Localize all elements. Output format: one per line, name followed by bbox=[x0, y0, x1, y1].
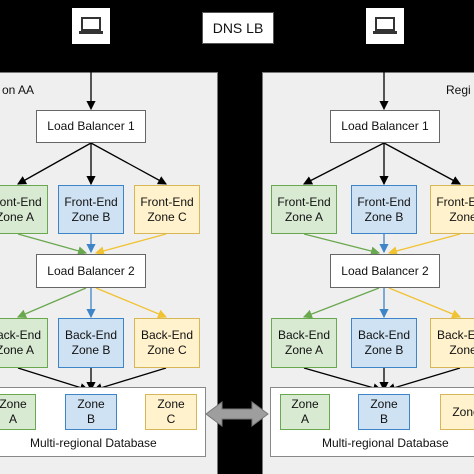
arrow-fe-c-to-lb2 bbox=[387, 233, 461, 256]
arrow-lb2-to-be-a bbox=[16, 287, 87, 319]
arrow-lb2-to-be-c bbox=[95, 287, 168, 319]
right-frontend-zone-b: Front-End Zone B bbox=[351, 185, 417, 234]
bidirectional-arrow-icon bbox=[205, 401, 269, 427]
region-right-title: Regi bbox=[446, 83, 471, 97]
arrow-lb1-to-fe-a bbox=[17, 142, 92, 185]
arrow-be-c-to-db bbox=[92, 367, 167, 393]
left-frontend-zone-b: Front-End Zone B bbox=[58, 185, 124, 234]
left-backend-zone-b: Back-End Zone B bbox=[58, 318, 124, 368]
left-db-label: Multi-regional Database bbox=[30, 436, 157, 450]
left-load-balancer-1: Load Balancer 1 bbox=[36, 110, 146, 143]
laptop-icon bbox=[373, 17, 397, 34]
right-load-balancer-2: Load Balancer 2 bbox=[330, 254, 440, 288]
arrow-fe-a-to-lb2 bbox=[17, 233, 88, 256]
client-left bbox=[72, 8, 110, 44]
arrow-lb2-to-be-c bbox=[388, 287, 462, 319]
right-frontend-zone-a: Front-End Zone A bbox=[271, 185, 337, 234]
right-db-zone-a: Zone A bbox=[280, 394, 330, 430]
right-db-label: Multi-regional Database bbox=[322, 436, 449, 450]
right-backend-zone-b: Back-End Zone B bbox=[351, 318, 417, 368]
region-left-title: on AA bbox=[2, 83, 35, 97]
left-backend-zone-c: Back-End Zone C bbox=[134, 318, 200, 368]
arrow-be-a-to-db bbox=[303, 367, 383, 393]
laptop-icon bbox=[79, 17, 103, 34]
left-db-zone-b: Zone B bbox=[65, 394, 117, 430]
arrow-lb1-to-fe-c bbox=[383, 142, 462, 185]
left-db-zone-c: Zone C bbox=[145, 394, 197, 430]
right-backend-zone-a: Back-End Zone A bbox=[271, 318, 337, 368]
left-load-balancer-2: Load Balancer 2 bbox=[36, 254, 146, 288]
arrow-fe-c-to-lb2 bbox=[94, 233, 167, 256]
left-backend-zone-a: Back-End Zone A bbox=[0, 318, 48, 368]
right-load-balancer-1: Load Balancer 1 bbox=[330, 110, 440, 143]
left-frontend-zone-a: Front-End Zone A bbox=[0, 185, 48, 234]
arrow-lb1-to-fe-a bbox=[302, 142, 385, 185]
right-backend-zone-c: Back-End Zone bbox=[430, 318, 474, 368]
dns-load-balancer: DNS LB bbox=[202, 12, 274, 44]
right-wires bbox=[302, 44, 462, 417]
right-db-zone-c: Zone bbox=[440, 394, 474, 430]
left-frontend-zone-c: Front-End Zone C bbox=[134, 185, 200, 234]
arrow-lb2-to-be-a bbox=[302, 287, 380, 319]
client-right bbox=[366, 8, 404, 44]
arrow-be-c-to-db bbox=[385, 367, 461, 393]
right-frontend-zone-c: Front-End Zone bbox=[430, 185, 474, 234]
arrow-fe-a-to-lb2 bbox=[303, 233, 381, 256]
arrow-be-a-to-db bbox=[17, 367, 90, 392]
arrow-lb1-to-fe-c bbox=[90, 142, 167, 185]
left-db-zone-a: Zone A bbox=[0, 394, 36, 430]
right-db-zone-b: Zone B bbox=[358, 394, 410, 430]
